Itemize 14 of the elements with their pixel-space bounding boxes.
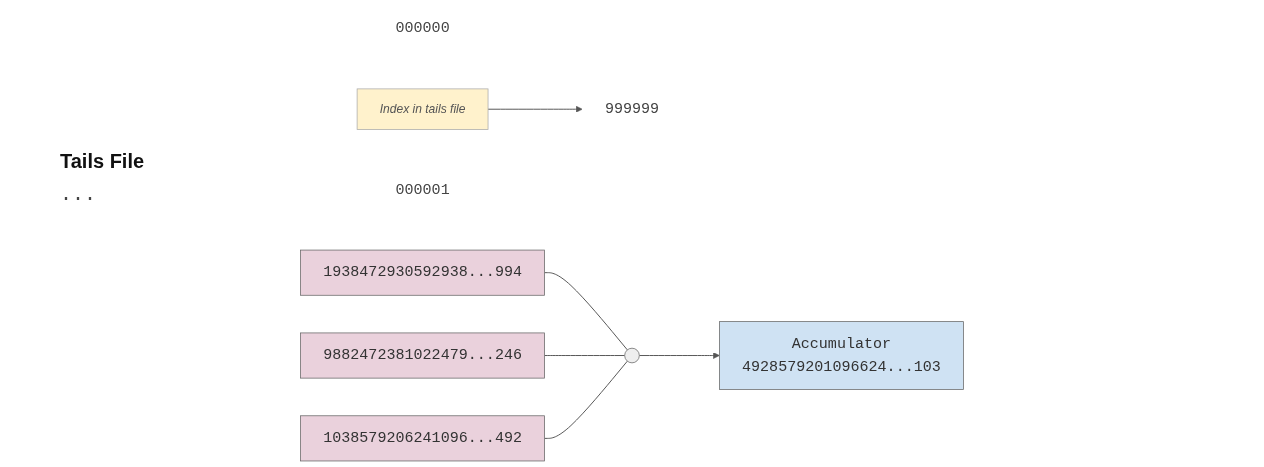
node-box: 9882472381022479...246 — [300, 332, 545, 379]
heading: Tails File — [60, 150, 145, 173]
node-circle — [624, 347, 640, 364]
connector — [544, 355, 626, 356]
connector — [544, 272, 628, 351]
node-box: 1938472930592938...994 — [300, 249, 545, 296]
node-text: 999999 — [604, 100, 660, 118]
node-text: 000001 — [395, 180, 450, 199]
node-text: 000000 — [395, 19, 450, 37]
node-box: 1038579206241096...492 — [300, 415, 545, 462]
node-box: Index in tails file — [356, 88, 489, 130]
node-box: Accumulator 4928579201096624...103 — [719, 321, 964, 390]
connector — [544, 360, 628, 439]
ellipsis-label: ... — [60, 183, 97, 206]
